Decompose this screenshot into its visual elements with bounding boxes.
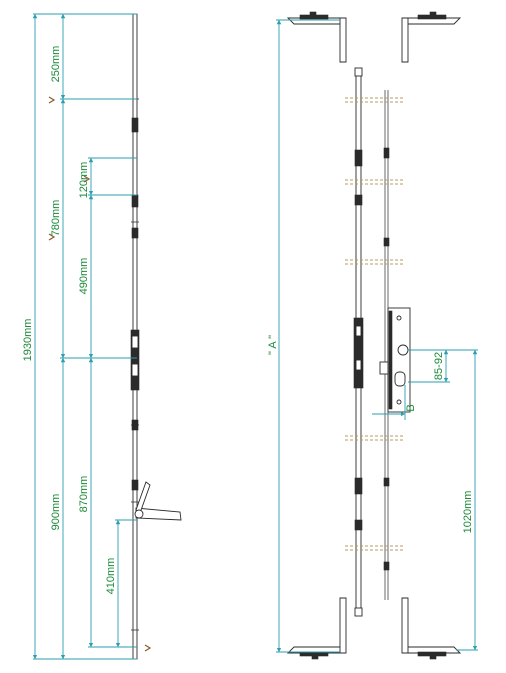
dim-lower-small: 410mm bbox=[105, 519, 121, 648]
dim-lower-span: 900mm bbox=[50, 357, 66, 660]
dim-lower-mid: 870mm bbox=[78, 357, 94, 648]
label-lower-span: 900mm bbox=[50, 494, 62, 531]
label-upper-small: 120mm bbox=[78, 162, 90, 199]
marker-top bbox=[48, 96, 56, 104]
dim-upper-small: 120mm bbox=[78, 157, 94, 199]
left-lock-strip bbox=[130, 13, 140, 660]
keep-positions bbox=[345, 97, 405, 551]
dim-centres: 85-92 bbox=[408, 349, 478, 383]
label-backset: B bbox=[405, 404, 417, 411]
left-extension-lines bbox=[33, 13, 137, 660]
marker-mid bbox=[48, 233, 56, 241]
lock-case bbox=[379, 307, 411, 413]
lever-handle bbox=[134, 481, 182, 521]
label-total: 1930mm bbox=[22, 319, 34, 362]
dim-total: 1930mm bbox=[22, 13, 38, 660]
dim-upper-mid: 490mm bbox=[78, 194, 94, 359]
dim-top-gap: 250mm bbox=[50, 13, 66, 100]
label-handle-height: 1020mm bbox=[462, 491, 474, 534]
right-lock-strip bbox=[353, 67, 364, 617]
corner-drive-bottom-left bbox=[286, 597, 347, 660]
label-upper-span: 780mm bbox=[50, 200, 62, 237]
marker-bottom bbox=[144, 644, 152, 652]
corner-drive-bottom-right bbox=[401, 597, 462, 660]
label-lower-mid: 870mm bbox=[78, 476, 90, 513]
label-upper-mid: 490mm bbox=[78, 258, 90, 295]
dim-overall-a: " A " bbox=[267, 19, 340, 653]
label-top-gap: 250mm bbox=[50, 46, 62, 83]
label-a: " A " bbox=[267, 335, 279, 355]
label-centres: 85-92 bbox=[433, 352, 445, 380]
label-lower-small: 410mm bbox=[105, 558, 117, 595]
corner-drive-top-left bbox=[286, 11, 347, 63]
dim-backset: B bbox=[372, 385, 417, 420]
dim-upper-span: 780mm bbox=[50, 98, 66, 359]
dim-handle-height: 1020mm bbox=[456, 349, 478, 651]
corner-drive-top-right bbox=[401, 11, 462, 63]
